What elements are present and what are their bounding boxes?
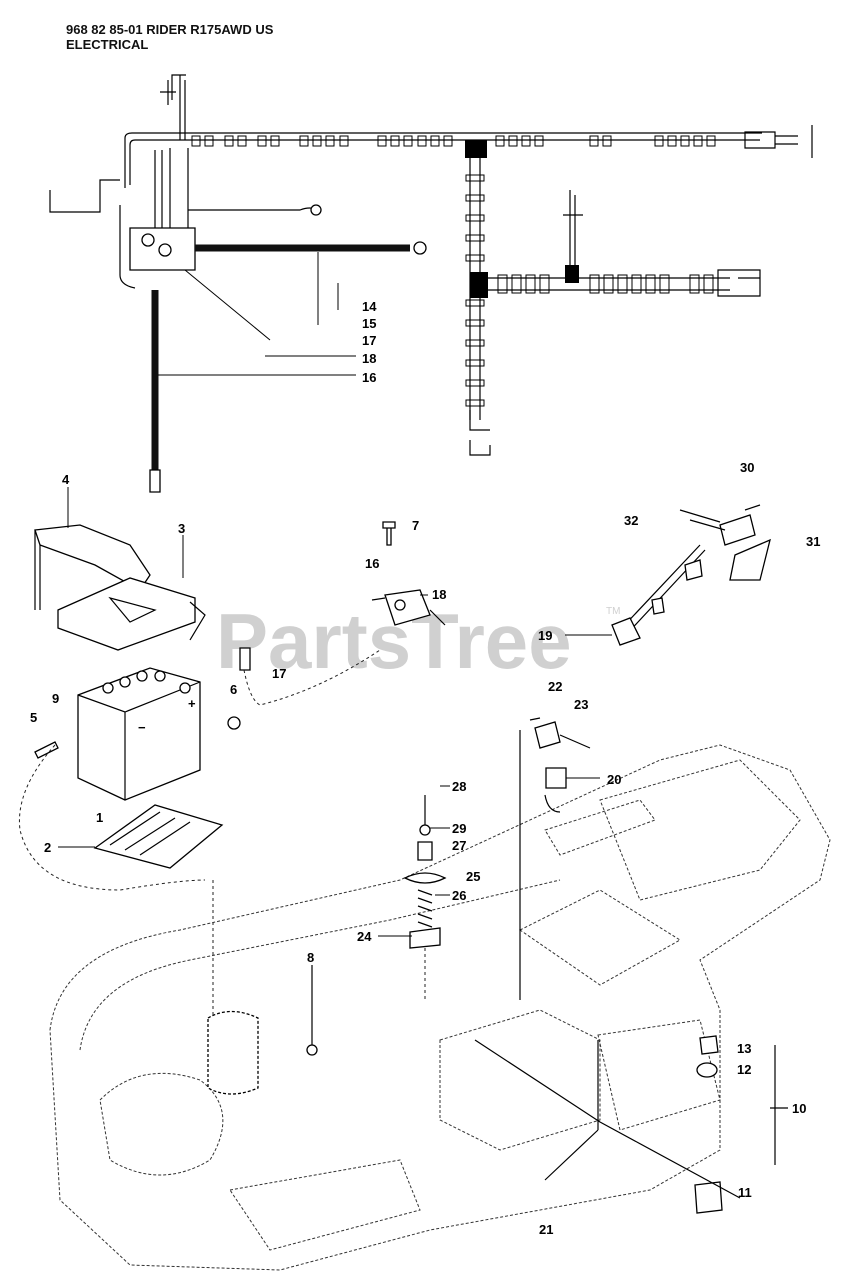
callout-7[interactable]: 7	[412, 518, 419, 533]
callout-24[interactable]: 24	[357, 929, 372, 944]
callout-4[interactable]: 4	[62, 472, 70, 487]
positive-cable-route	[243, 649, 381, 706]
starter-solenoid[interactable]	[371, 589, 446, 626]
callout-27[interactable]: 27	[452, 838, 466, 853]
callout-17-top[interactable]: 17	[362, 333, 376, 348]
harness-route-21	[474, 1039, 741, 1199]
screw-7[interactable]	[382, 521, 396, 546]
callout-17-lower[interactable]: 17	[272, 666, 286, 681]
callout-13[interactable]: 13	[737, 1041, 751, 1056]
ground-wire	[119, 205, 136, 289]
leader-lines-lower	[58, 487, 612, 975]
starter-motor[interactable]	[207, 1010, 259, 1095]
callout-23[interactable]: 23	[574, 697, 588, 712]
battery-cable-negative[interactable]	[149, 290, 161, 493]
callout-22[interactable]: 22	[548, 679, 562, 694]
callout-25[interactable]: 25	[466, 869, 480, 884]
positive-terminal-symbol: +	[188, 696, 196, 711]
callout-28[interactable]: 28	[452, 779, 466, 794]
diagram-number: 968 82 85-01 RIDER R175AWD US	[66, 22, 274, 37]
seat-switch-assembly[interactable]	[403, 795, 447, 1000]
callout-29[interactable]: 29	[452, 821, 466, 836]
battery-cover[interactable]	[57, 577, 206, 651]
chassis-frame	[49, 744, 831, 1271]
bracket-leader-10	[770, 1045, 788, 1165]
callout-labels: 1 2 3 4 5 6 7 8 9 10 11 12 13 14 15 16 1…	[30, 299, 820, 1237]
callout-16-top[interactable]: 16	[362, 370, 376, 385]
watermark-trademark: TM	[606, 606, 620, 617]
callout-18-top[interactable]: 18	[362, 351, 376, 366]
callout-9[interactable]: 9	[52, 691, 59, 706]
harness-wrap-segments	[191, 135, 716, 147]
callout-26[interactable]: 26	[452, 888, 466, 903]
relay-20[interactable]	[544, 767, 567, 813]
callout-21[interactable]: 21	[539, 1222, 553, 1237]
battery-tray[interactable]	[93, 804, 224, 869]
battery-nut[interactable]	[227, 716, 241, 730]
cable-terminal[interactable]	[239, 647, 251, 671]
callout-12[interactable]: 12	[737, 1062, 751, 1077]
callout-32[interactable]: 32	[624, 513, 638, 528]
battery-bolt[interactable]	[34, 741, 59, 759]
callout-3[interactable]: 3	[178, 521, 185, 536]
callout-6[interactable]: 6	[230, 682, 237, 697]
callout-30[interactable]: 30	[740, 460, 754, 475]
callout-2[interactable]: 2	[44, 840, 51, 855]
ignition-switch-harness[interactable]	[611, 504, 771, 646]
callout-20[interactable]: 20	[607, 772, 621, 787]
negative-cable-route	[18, 744, 206, 891]
callout-14[interactable]: 14	[362, 299, 377, 314]
switch-22-23[interactable]	[519, 717, 591, 1000]
wiring-harness[interactable]	[49, 74, 813, 456]
callout-16-lower[interactable]: 16	[365, 556, 379, 571]
callout-10[interactable]: 10	[792, 1101, 806, 1116]
battery[interactable]: + −	[77, 667, 201, 801]
battery-cable-positive[interactable]	[195, 241, 427, 255]
callout-1[interactable]: 1	[96, 810, 103, 825]
callout-19[interactable]: 19	[538, 628, 552, 643]
callout-15[interactable]: 15	[362, 316, 376, 331]
callout-11[interactable]: 11	[738, 1185, 752, 1200]
callout-8[interactable]: 8	[307, 950, 314, 965]
ground-stud[interactable]	[306, 965, 318, 1056]
fuse-holder-parts[interactable]	[694, 1035, 723, 1214]
callout-18-lower[interactable]: 18	[432, 587, 446, 602]
diagram-section-title: ELECTRICAL	[66, 37, 149, 52]
leader-lines-top	[158, 252, 356, 376]
callout-31[interactable]: 31	[806, 534, 820, 549]
negative-terminal-symbol: −	[138, 720, 146, 735]
callout-5[interactable]: 5	[30, 710, 37, 725]
